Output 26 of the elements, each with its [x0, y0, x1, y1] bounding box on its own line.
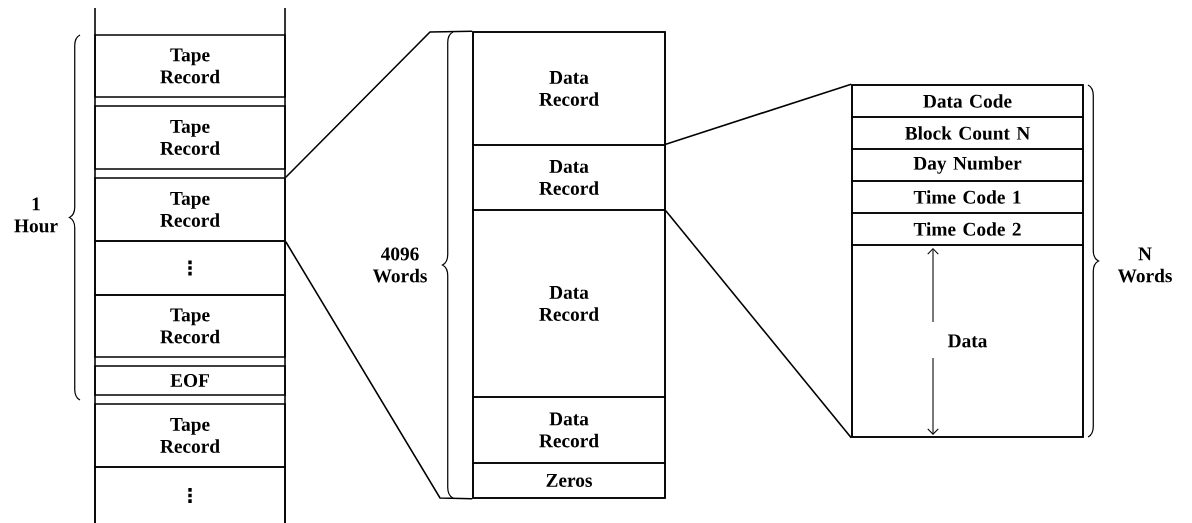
field-box: Time Code 1 [851, 180, 1084, 214]
ellipsis-box: ⋮ [94, 466, 286, 523]
connector-line [665, 83, 852, 145]
connector-line [285, 241, 473, 500]
record-box: Tape Record [94, 177, 286, 242]
record-box: Tape Record [94, 403, 286, 468]
brace-label: 1 Hour [14, 197, 58, 233]
record-box: Data Record [472, 396, 666, 464]
record-box: Data Record [472, 31, 666, 146]
field-box: Day Number [851, 148, 1084, 182]
record-box: Data Record [472, 144, 666, 211]
connector-line [665, 210, 852, 439]
record-box: Data Record [472, 209, 666, 398]
field-box: Data Code [851, 84, 1084, 118]
brace-label: N Words [1117, 247, 1172, 283]
record-box: Tape Record [94, 105, 286, 170]
connector-line [285, 30, 473, 178]
record-box: EOF [94, 365, 286, 396]
field-box: Data [851, 244, 1084, 438]
record-box: Tape Record [94, 34, 286, 98]
record-box: Zeros [472, 462, 666, 499]
field-box: Time Code 2 [851, 212, 1084, 246]
record-box: Tape Record [94, 294, 286, 358]
ellipsis-box: ⋮ [94, 240, 286, 296]
field-box: Block Count N [851, 116, 1084, 150]
brace-label: 4096 Words [372, 247, 427, 283]
